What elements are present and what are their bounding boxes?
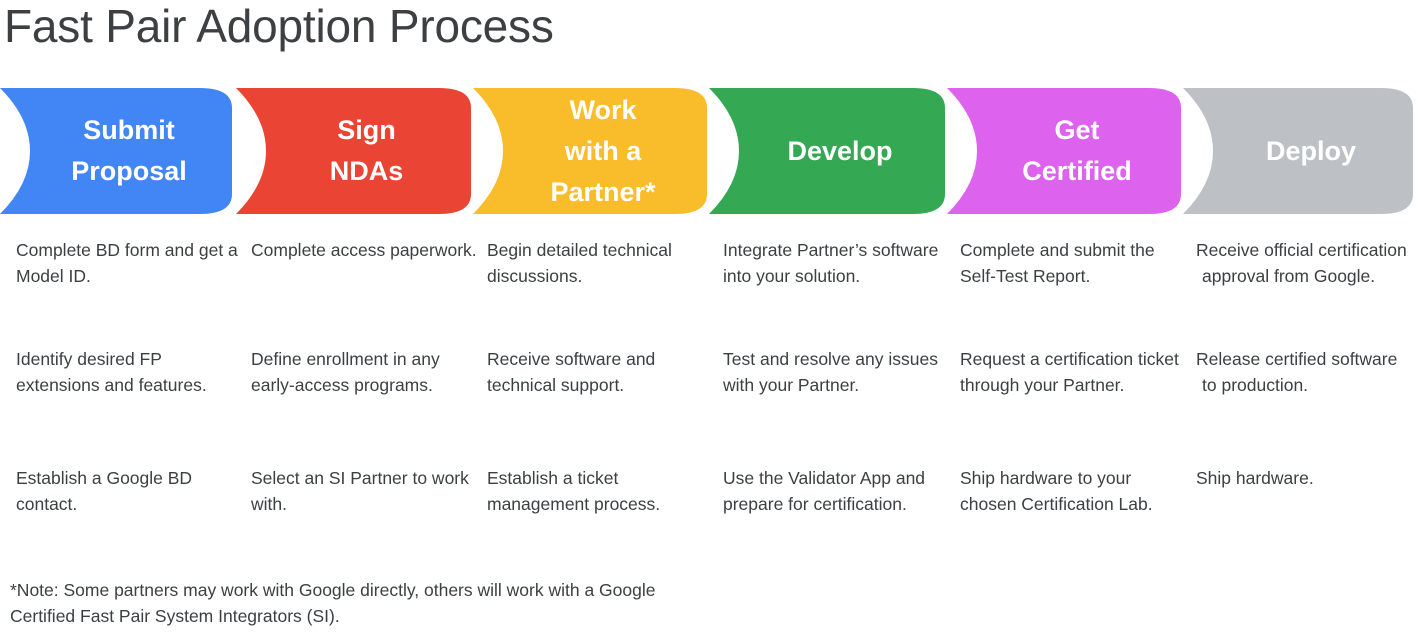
list-item: Ship hardware to your chosen Certificati… [960,468,1153,514]
list-item: Establish a Google BD contact. [16,468,193,514]
list-item: Request a certification ticket through y… [960,349,1179,395]
chevron-path [1183,88,1413,214]
list-item: Receive software and technical support. [487,349,656,395]
list-item: Select an SI Partner to work with. [251,468,469,514]
list-item: Complete and submit the Self-Test Report… [960,240,1155,286]
chevron-shape-icon [236,88,471,214]
chevron-path [947,88,1181,214]
list-item: Identify desired FP extensions and featu… [16,349,207,395]
process-stage-banner-row: Submit Proposal Sign NDAs Work with a Pa… [0,88,1423,214]
footnote-note: *Note: Some partners may work with Googl… [10,580,656,626]
chevron-path [236,88,471,214]
list-item: Use the Validator App and prepare for ce… [723,468,926,514]
stage-banner-deploy[interactable]: Deploy [1183,88,1413,214]
chevron-shape-icon [1183,88,1413,214]
stage-banner-develop[interactable]: Develop [709,88,945,214]
stage-banner-submit-proposal[interactable]: Submit Proposal [0,88,232,214]
chevron-shape-icon [947,88,1181,214]
chevron-shape-icon [709,88,945,214]
stage-banner-sign-ndas[interactable]: Sign NDAs [236,88,471,214]
stage-banner-work-with-a-partner[interactable]: Work with a Partner* [473,88,707,214]
list-item: Complete BD form and get a Model ID. [16,240,238,286]
list-item: Release certified software to production… [1196,349,1398,395]
list-item: Test and resolve any issues with your Pa… [723,349,938,395]
chevron-shape-icon [473,88,707,214]
chevron-shape-icon [0,88,232,214]
list-item: Complete access paperwork. [251,240,477,260]
chevron-path [0,88,232,214]
list-item: Begin detailed technical discussions. [487,240,672,286]
list-item: Define enrollment in any early-access pr… [251,349,440,395]
stage-banner-get-certified[interactable]: Get Certified [947,88,1181,214]
list-item: Receive official certification approval … [1196,240,1407,286]
list-item: Integrate Partner’s software into your s… [723,240,939,286]
list-item: Ship hardware. [1196,468,1314,488]
chevron-path [709,88,945,214]
page-title: Fast Pair Adoption Process [4,0,554,52]
chevron-path [473,88,707,214]
list-item: Establish a ticket management process. [487,468,661,514]
stage-details-grid: Complete BD form and get a Model ID. Ide… [0,238,1423,558]
